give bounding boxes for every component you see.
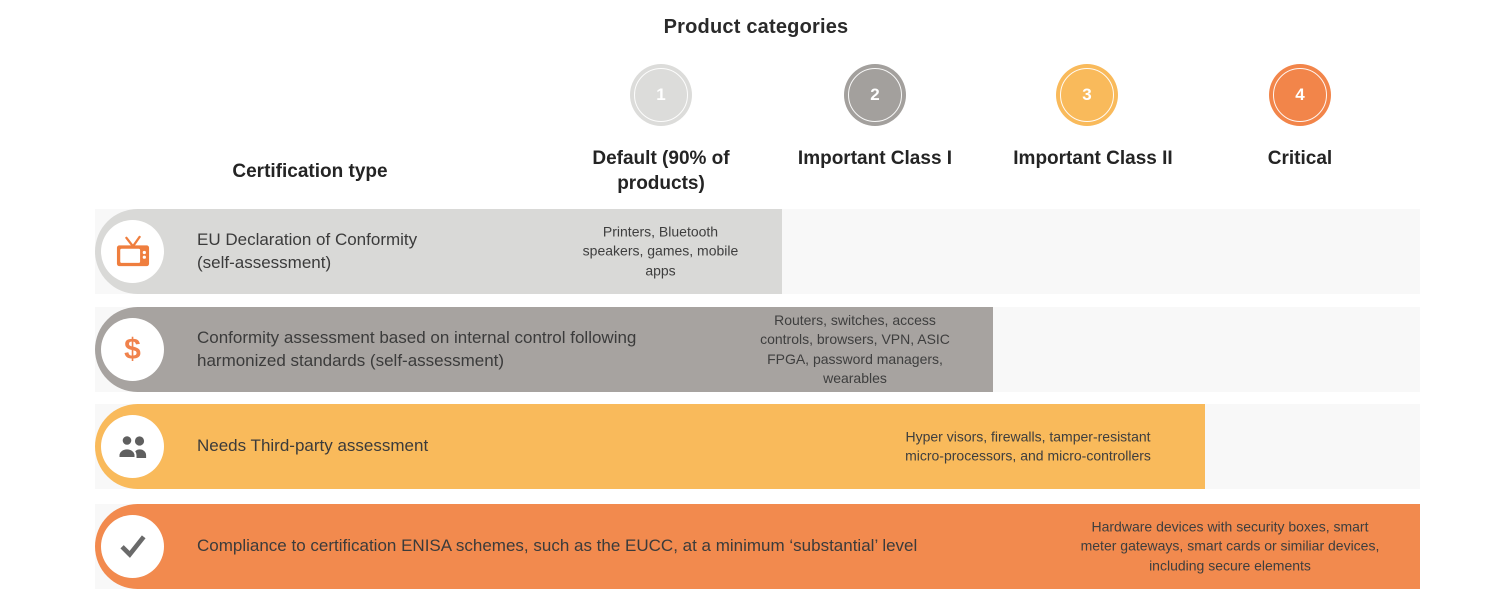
category-circle-important-1: 2	[844, 64, 906, 126]
category-circle-critical: 4	[1269, 64, 1331, 126]
cert-row-enisa-certification: Compliance to certification ENISA scheme…	[95, 504, 1420, 589]
circle-ring	[1273, 68, 1327, 122]
row-label: Compliance to certification ENISA scheme…	[197, 536, 918, 556]
row-icon-circle	[101, 415, 164, 478]
row-examples: Hardware devices with security boxes, sm…	[1080, 518, 1380, 574]
row-label: Needs Third-party assessment	[197, 436, 429, 456]
category-label-important-2: Important Class II	[1013, 148, 1173, 169]
row-icon-circle	[101, 515, 164, 578]
category-label-important-1: Important Class I	[797, 148, 953, 169]
people-icon	[117, 433, 146, 459]
tv-icon	[116, 235, 149, 266]
category-number: 1	[656, 85, 666, 104]
cert-row-eu-declaration: EU Declaration of Conformity (self-asses…	[95, 209, 1420, 294]
circle-ring	[1060, 68, 1114, 122]
row-bar	[95, 504, 1420, 589]
row-icon-circle: $	[101, 318, 164, 381]
row-label: Conformity assessment based on internal …	[197, 328, 637, 370]
row-bar	[95, 209, 782, 294]
category-number: 2	[870, 85, 880, 104]
row-examples: Printers, Bluetooth speakers, games, mob…	[582, 223, 739, 279]
certification-type-header: Certification type	[232, 161, 388, 182]
dollar-icon: $	[124, 332, 141, 366]
check-icon	[119, 534, 146, 558]
category-label-critical: Critical	[1267, 148, 1333, 169]
row-bar	[95, 404, 1205, 489]
category-label-default: Default (90% of products)	[592, 148, 730, 194]
row-label: EU Declaration of Conformity (self-asses…	[197, 230, 418, 272]
cert-row-third-party: Needs Third-party assessment Hyper visor…	[95, 404, 1420, 489]
circle-ring	[848, 68, 902, 122]
circle-ring	[634, 68, 688, 122]
category-number: 3	[1082, 85, 1092, 104]
row-icon-circle	[101, 220, 164, 283]
cert-row-internal-control: $ Conformity assessment based on interna…	[95, 307, 1420, 392]
category-number: 4	[1295, 85, 1305, 104]
category-circle-default: 1	[630, 64, 692, 126]
row-examples: Hyper visors, firewalls, tamper-resistan…	[905, 427, 1151, 464]
page-title: Product categories	[663, 16, 849, 38]
row-bar	[95, 307, 993, 392]
category-circle-important-2: 3	[1056, 64, 1118, 126]
row-examples: Routers, switches, access controls, brow…	[760, 311, 950, 387]
